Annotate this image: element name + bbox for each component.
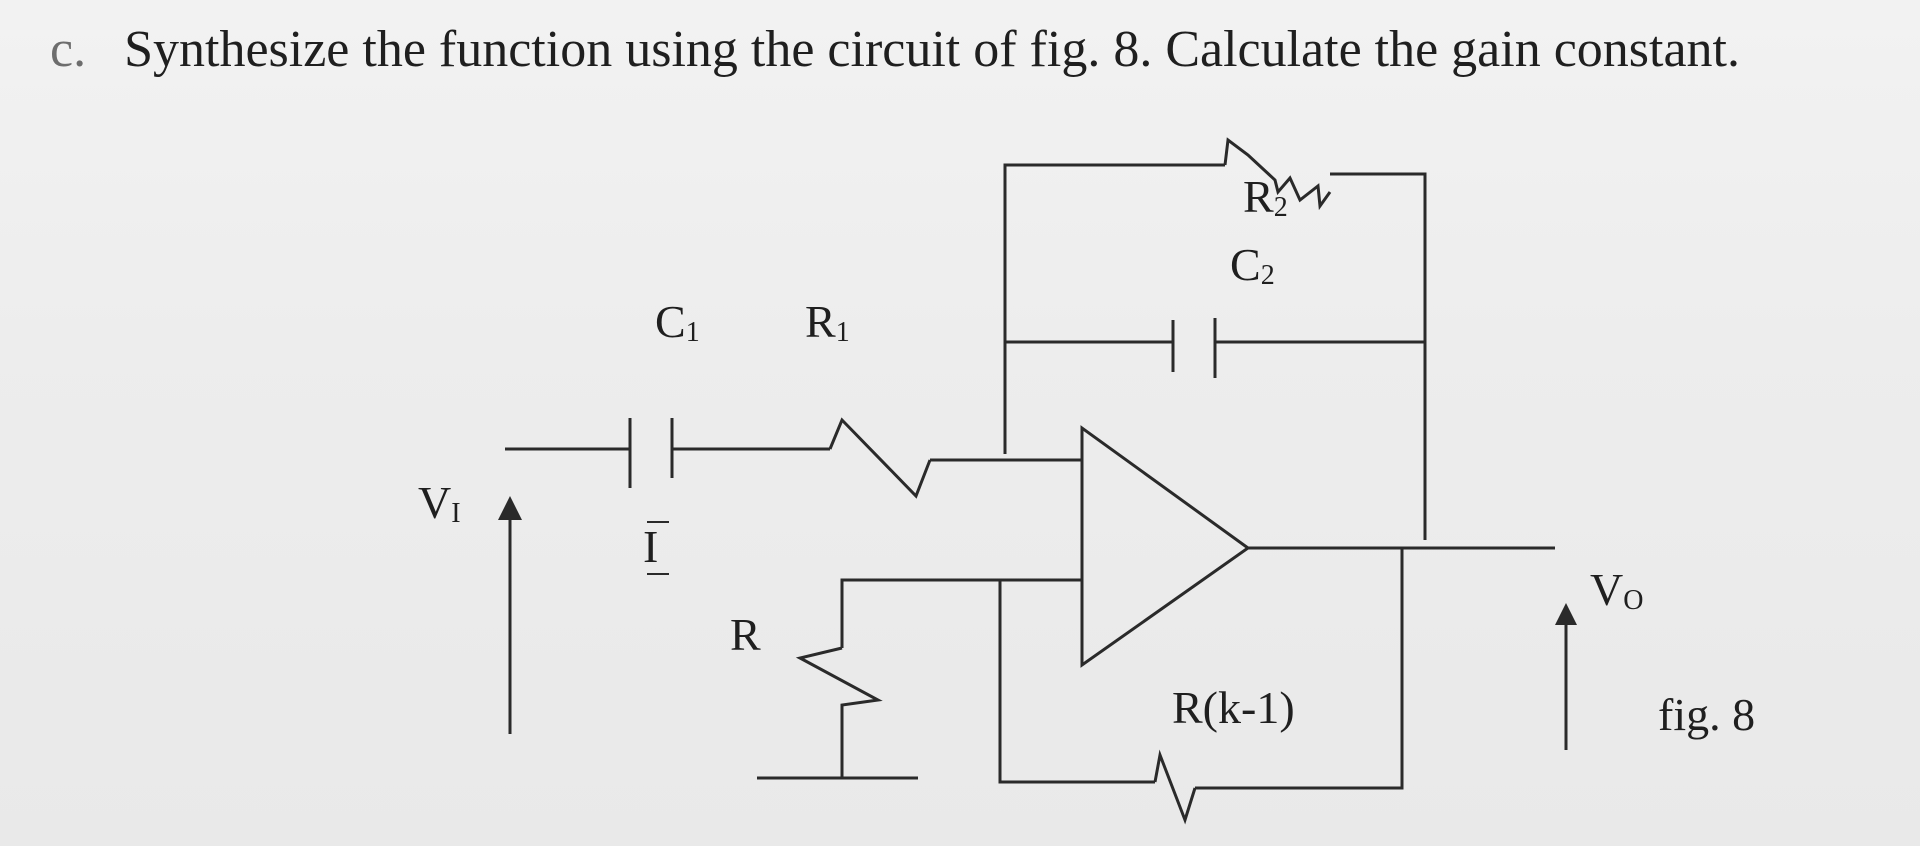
question-body: Synthesize the function using the circui… <box>124 21 1741 78</box>
wire-noninv-input <box>840 578 1082 648</box>
question-text: c. Synthesize the function using the circ… <box>50 14 1910 86</box>
resistor-rk <box>1153 749 1197 825</box>
wire-r2-right <box>1330 172 1427 540</box>
figure-caption: fig. 8 <box>1658 689 1756 740</box>
label-c1: C1 <box>655 296 700 349</box>
vo-arrow-head <box>1555 603 1577 625</box>
resistor-r <box>795 646 883 778</box>
op-amp-triangle <box>1080 425 1251 668</box>
wire-rk-right <box>1195 548 1404 790</box>
resistor-r2 <box>1223 137 1332 211</box>
label-r: R <box>730 609 761 660</box>
label-vo: VO <box>1590 564 1644 617</box>
vi-arrow-head <box>498 496 522 520</box>
label-rk: R(k-1) <box>1172 682 1295 733</box>
wire-r2-left <box>1003 163 1225 454</box>
question-marker: c. <box>50 21 87 78</box>
label-vi: VI <box>418 477 461 530</box>
wire-rk-left <box>998 578 1155 784</box>
label-r1: R1 <box>805 296 850 349</box>
label-r2: R2 <box>1243 171 1288 224</box>
resistor-r1 <box>828 417 932 499</box>
label-current: I <box>643 521 659 572</box>
label-c2: C2 <box>1230 239 1275 292</box>
